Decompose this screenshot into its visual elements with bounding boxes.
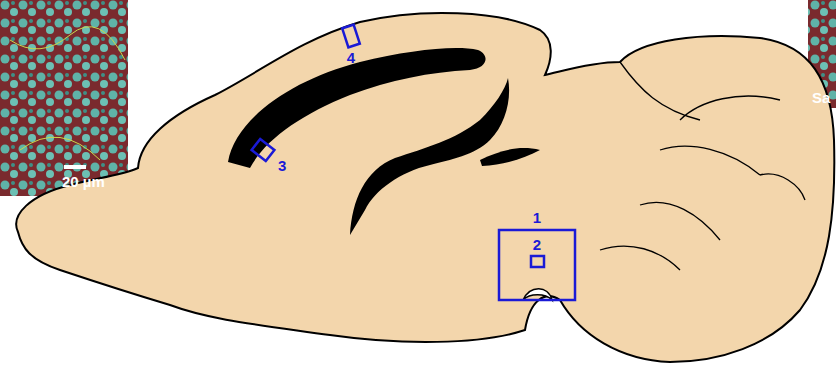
micrograph-inset: [808, 0, 836, 108]
region-box: [342, 25, 360, 48]
cerebellum-folia: [600, 62, 805, 270]
callout-number: 1: [533, 210, 541, 225]
ventricle: [480, 148, 540, 166]
callout-number: 2: [533, 237, 541, 252]
brain-outline: [16, 13, 834, 362]
callout-number: 3: [278, 158, 286, 173]
scale-label: 20 µm: [62, 174, 105, 189]
region-box: [499, 230, 575, 300]
callout-number: 4: [347, 50, 355, 65]
ventricle: [350, 78, 509, 235]
micrograph-inset: [0, 0, 128, 196]
region-box: [252, 139, 275, 161]
scale-bar: [64, 165, 86, 169]
region-box: [531, 256, 544, 267]
panel-label: Sa: [812, 90, 830, 105]
